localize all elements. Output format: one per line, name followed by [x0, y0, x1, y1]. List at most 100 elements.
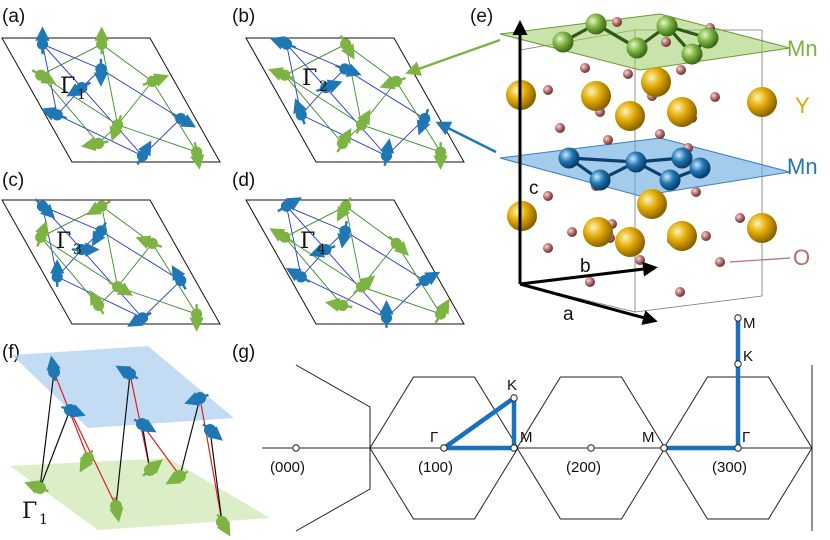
bz-point-m-2: M: [642, 429, 655, 446]
mn-site-green: [110, 500, 122, 512]
mn-site-blue: [136, 418, 148, 430]
mn-site-green: [435, 308, 447, 320]
mn-site-green: [191, 308, 203, 320]
mn-atom-green: [552, 31, 574, 53]
panel-g-label: (g): [232, 342, 255, 363]
mn-site-green: [390, 75, 402, 87]
interlayer-bond: [39, 409, 71, 489]
svg-text:1: 1: [39, 512, 48, 528]
mn-atom-blue: [558, 147, 580, 169]
svg-text:Γ: Γ: [56, 229, 71, 254]
oxygen-atom: [676, 65, 686, 75]
green-lattice-bond: [117, 286, 197, 315]
bz-path-2: [664, 318, 741, 451]
mn-site-green: [112, 281, 124, 293]
mn-site-blue: [175, 275, 187, 287]
mn-site-blue: [76, 244, 88, 256]
green-lattice-bond: [101, 206, 119, 287]
green-lattice-bond: [361, 243, 397, 288]
bz-point-marker: [734, 314, 742, 322]
mn-atom-green: [697, 27, 719, 49]
panel-g-brillouin-zones: (000) (100) (200) (300) Γ K M M Γ K M: [262, 314, 813, 532]
mn-atom-blue: [589, 169, 611, 191]
green-lattice-bond: [284, 236, 362, 288]
bz-point-marker: [510, 394, 518, 402]
mn-site-green: [356, 119, 368, 131]
o-label-leader: [729, 257, 791, 263]
svg-text:Γ: Γ: [22, 499, 37, 524]
panel-e-crystal-structure: c b a Mn Y Mn O: [499, 13, 818, 325]
blue-lattice-bond: [286, 43, 346, 70]
mn-site-blue: [320, 244, 332, 256]
mn-site-green: [92, 299, 105, 311]
oxygen-atom: [555, 123, 565, 133]
mn-site-green: [35, 69, 47, 81]
mn-site-green: [96, 200, 108, 212]
bz-path-1: [442, 395, 517, 451]
svg-text:Γ: Γ: [60, 74, 75, 99]
mn-site-green: [279, 231, 291, 243]
blue-lattice-bond: [42, 43, 83, 88]
blue-lattice-bond: [286, 205, 327, 250]
mn-site-green: [34, 482, 46, 494]
mn-atom-blue: [671, 147, 693, 169]
mn-site-blue: [295, 271, 307, 283]
mn-atoms-middle: [558, 147, 711, 191]
green-lattice-bond: [151, 243, 198, 315]
mn-site-blue: [339, 63, 351, 75]
panel-b-label: (b): [232, 6, 255, 27]
label-mn-top: Mn: [787, 36, 818, 61]
blue-lattice-bond: [286, 205, 346, 232]
panel-c-gamma3: [1, 198, 221, 332]
mn-atom-blue: [659, 169, 681, 191]
blue-lattice-bond: [42, 43, 102, 70]
yttrium-atom: [641, 67, 671, 97]
axis-c-label: c: [529, 178, 539, 199]
svg-text:Γ: Γ: [300, 229, 315, 254]
blue-layer-plane: [12, 346, 234, 428]
panel-f-layer-view: Γ 1: [10, 346, 270, 537]
mn-atom-green: [681, 43, 703, 65]
panel-d-label: (d): [232, 170, 255, 191]
oxygen-atom: [543, 85, 553, 95]
interlayer-bond: [115, 373, 131, 507]
mn-site-blue: [124, 368, 136, 380]
mn-site-blue: [419, 113, 431, 125]
green-lattice-bond: [361, 124, 441, 153]
miller-000: (000): [270, 459, 305, 476]
mn-site-blue: [295, 109, 307, 121]
mn-site-green: [216, 516, 228, 528]
mn-atom-green: [626, 37, 648, 59]
blue-lattice-bond: [386, 118, 426, 157]
oxygen-atom: [710, 92, 720, 102]
mn-site-blue: [380, 312, 393, 324]
blue-lattice-bond: [57, 276, 143, 319]
blue-lattice-bond: [344, 230, 425, 281]
mn-site-green: [435, 146, 447, 158]
oxygen-atom: [715, 257, 725, 267]
bz-point-marker: [587, 444, 595, 452]
miller-100: (100): [418, 459, 453, 476]
miller-200: (200): [566, 459, 601, 476]
mn-atom-green: [585, 13, 607, 35]
yttrium-atoms: [506, 67, 777, 257]
mn-atoms-top: [552, 13, 719, 65]
mn-site-green: [279, 69, 291, 81]
blue-lattice-bond: [301, 276, 387, 319]
oxygen-atom: [675, 287, 685, 297]
bz-point-marker: [734, 360, 742, 368]
oxygen-atom: [691, 187, 701, 197]
gamma-label-f: Γ 1: [22, 499, 48, 528]
blue-lattice-bond: [100, 230, 181, 281]
mn-site-blue: [194, 392, 206, 404]
green-lattice-bond: [284, 74, 343, 144]
green-lattice-bond: [40, 43, 102, 76]
svg-text:4: 4: [317, 242, 326, 258]
bz-point-gamma-1: Γ: [430, 429, 438, 446]
blue-lattice-bond: [386, 280, 426, 319]
oxygen-atom: [661, 37, 671, 47]
mn-site-blue: [136, 312, 149, 324]
mn-atom-blue: [689, 157, 711, 179]
green-lattice-bond: [101, 44, 119, 125]
